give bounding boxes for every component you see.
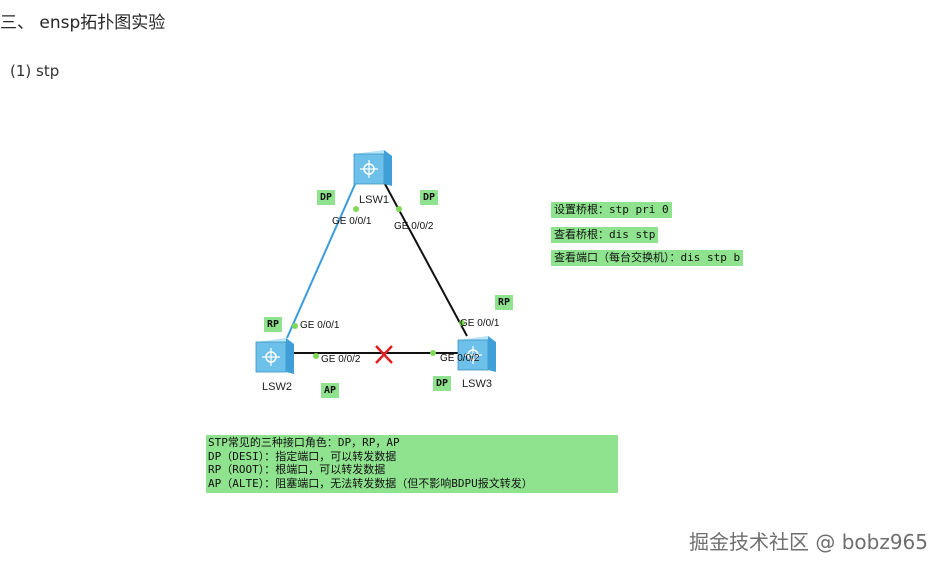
command-show-root: 查看桥根：dis stp xyxy=(551,227,659,243)
note-line: STP常见的三种接口角色：DP，RP，AP xyxy=(208,436,400,449)
page-heading: 三、 ensp拓扑图实验 xyxy=(0,13,166,33)
command-show-ports: 查看端口（每台交换机）：dis stp b xyxy=(551,250,744,266)
switch-lsw2-icon xyxy=(255,338,294,374)
port-dot-lsw3-left xyxy=(430,350,436,356)
role-tag-lsw1-left: DP xyxy=(317,190,336,205)
port-dot-lsw3-top xyxy=(459,320,465,326)
port-label-lsw1-left: GE 0/0/1 xyxy=(332,216,372,227)
role-tag-lsw2-right: AP xyxy=(321,383,340,398)
section-subheading: (1) stp xyxy=(10,62,60,80)
port-label-lsw1-right: GE 0/0/2 xyxy=(394,221,434,232)
port-label-lsw2-top: GE 0/0/1 xyxy=(300,320,340,331)
stp-role-notes: STP常见的三种接口角色：DP，RP，AP DP（DESI）：指定端口，可以转发… xyxy=(206,435,618,493)
port-dot-lsw1-right xyxy=(396,206,402,212)
link-lsw1-lsw2 xyxy=(286,181,357,339)
port-label-lsw2-right: GE 0/0/2 xyxy=(321,354,361,365)
port-label-lsw3-top: GE 0/0/1 xyxy=(460,318,500,329)
note-line: DP（DESI）：指定端口，可以转发数据 xyxy=(208,449,397,463)
role-tag-lsw3-top: RP xyxy=(495,295,514,310)
command-set-root: 设置桥根：stp pri 0 xyxy=(551,202,672,218)
note-line: AP（ALTE）：阻塞端口，无法转发数据（但不影响BDPU报文转发） xyxy=(208,476,533,490)
switch-lsw1-icon xyxy=(353,150,392,186)
watermark: 掘金技术社区 @ bobz965 xyxy=(688,530,928,554)
device-name-lsw2: LSW2 xyxy=(262,381,292,393)
blocked-port-x-icon xyxy=(375,345,393,364)
port-dot-lsw2-right xyxy=(313,353,319,359)
device-name-lsw3: LSW3 xyxy=(462,378,492,390)
port-dot-lsw1-left xyxy=(353,206,359,212)
role-tag-lsw3-left: DP xyxy=(433,376,452,391)
note-line: RP（ROOT）：根端口，可以转发数据 xyxy=(208,463,386,476)
device-name-lsw1: LSW1 xyxy=(359,194,389,206)
port-dot-lsw2-top xyxy=(292,323,298,329)
role-tag-lsw1-right: DP xyxy=(420,190,439,205)
switch-lsw3-icon xyxy=(457,336,496,372)
port-label-lsw3-left: GE 0/0/2 xyxy=(440,353,480,364)
role-tag-lsw2-top: RP xyxy=(264,317,283,332)
